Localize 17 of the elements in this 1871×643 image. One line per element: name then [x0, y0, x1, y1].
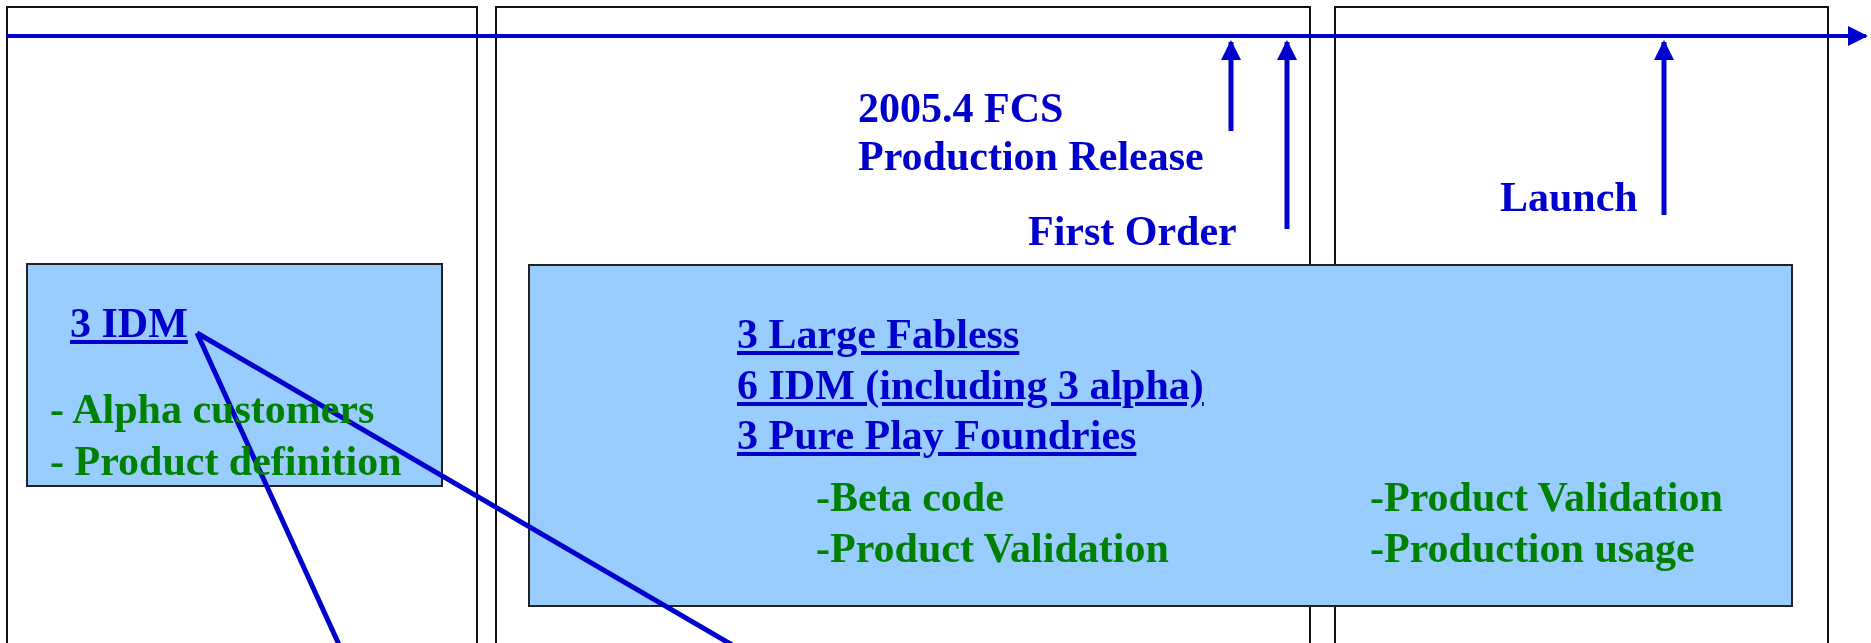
customer-group-heading: 3 Large Fabless	[737, 310, 1020, 359]
bullet-item: -Production usage	[1370, 524, 1695, 573]
customer-phase-box	[528, 264, 1793, 607]
milestone-label: 2005.4 FCS Production Release	[858, 84, 1205, 181]
customer-group-heading: 3 IDM	[70, 299, 188, 348]
bullet-item: -Product Validation	[1370, 473, 1723, 522]
bullet-item: -Beta code	[816, 473, 1004, 522]
milestone-label: Launch	[1500, 173, 1638, 222]
arrow	[1654, 40, 1674, 215]
timeline-arrow	[6, 26, 1868, 46]
customer-group-heading: 3 Pure Play Foundries	[737, 411, 1137, 460]
customer-phase-box	[26, 263, 443, 487]
arrow	[1221, 40, 1241, 131]
bullet-item: -Product Validation	[816, 524, 1169, 573]
customer-group-heading: 6 IDM (including 3 alpha)	[737, 361, 1204, 410]
arrow	[1277, 40, 1297, 229]
milestone-label: First Order	[1028, 207, 1237, 256]
